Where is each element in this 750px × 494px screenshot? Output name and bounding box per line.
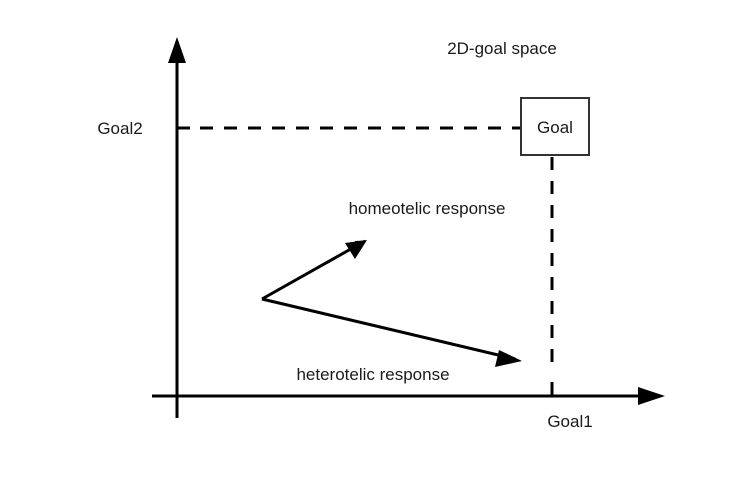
goal-box-label: Goal — [537, 118, 573, 137]
y-axis-arrowhead — [168, 37, 186, 63]
goal-box — [520, 97, 590, 156]
heterotelic-arrowhead — [495, 350, 522, 367]
diagram-title: 2D-goal space — [447, 39, 557, 58]
x-axis-label: Goal1 — [547, 412, 592, 431]
homeotelic-response-arrow — [261, 239, 366, 301]
heterotelic-response-label: heterotelic response — [296, 365, 449, 384]
homeotelic-arrowhead — [345, 240, 367, 259]
heterotelic-response-arrow — [261, 297, 516, 361]
homeotelic-response-label: homeotelic response — [349, 199, 506, 218]
y-axis-label: Goal2 — [97, 119, 142, 138]
x-axis-arrowhead — [638, 387, 665, 405]
